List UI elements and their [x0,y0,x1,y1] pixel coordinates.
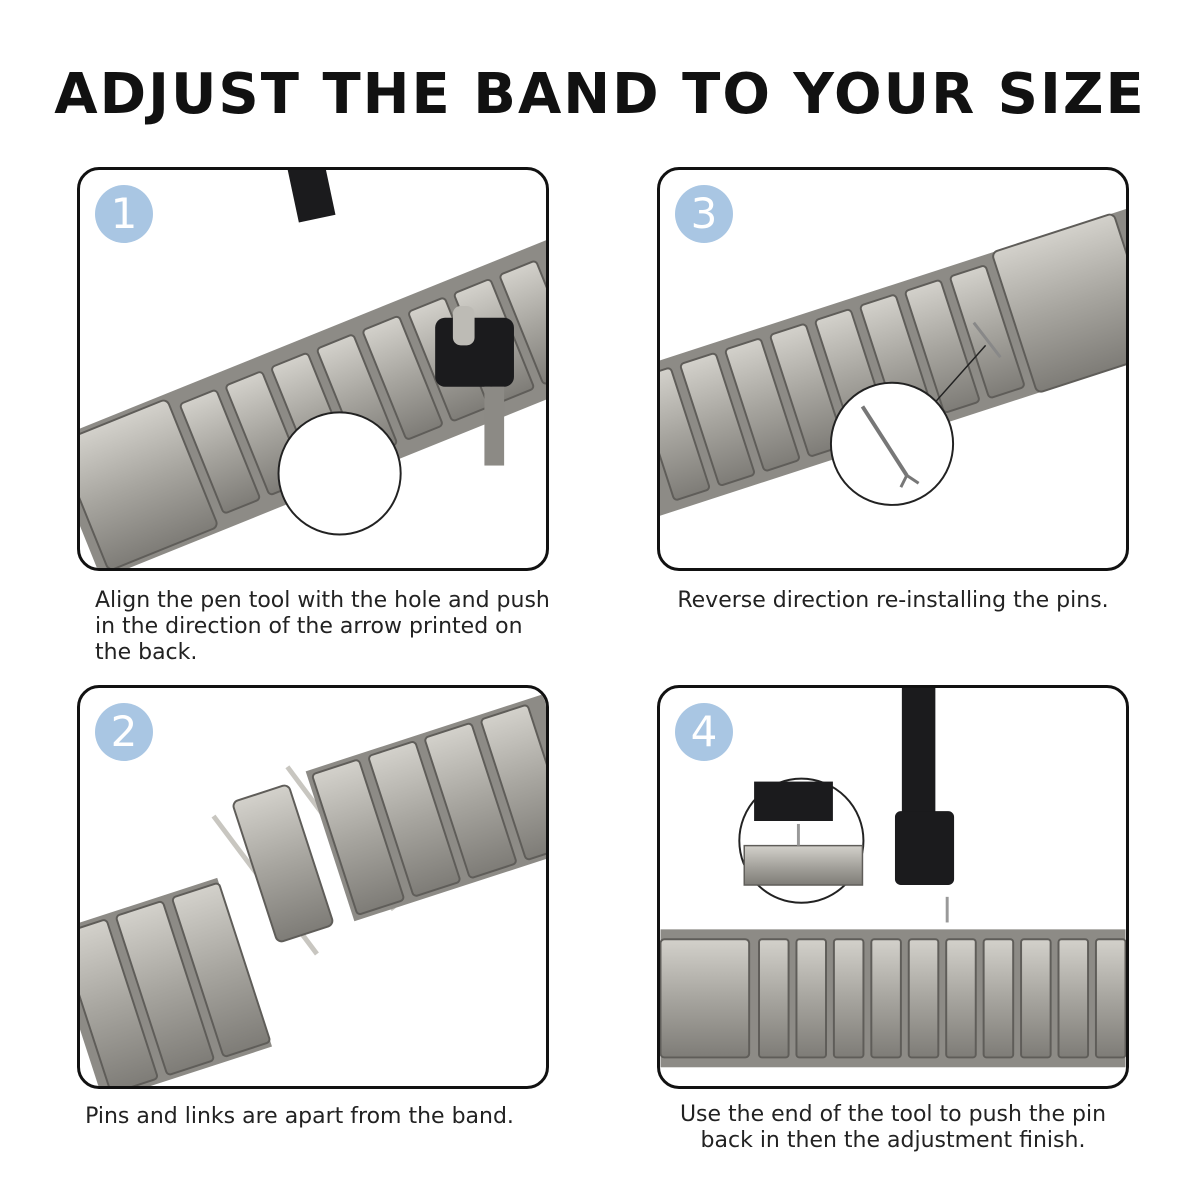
step-number-badge: 3 [675,185,733,243]
step-number-badge: 4 [675,703,733,761]
step-1-illustration [80,170,546,568]
step-1-panel: 1 [77,167,549,571]
step-number-badge: 2 [95,703,153,761]
step-number-badge: 1 [95,185,153,243]
step-4-caption: Use the end of the tool to push the pin … [679,1102,1107,1153]
step-2-caption: Pins and links are apart from the band. [85,1104,514,1129]
step-3-caption: Reverse direction re-installing the pins… [677,588,1109,613]
step-4-illustration [660,688,1126,1068]
step-4-panel: 4 [657,685,1129,1089]
step-1-caption: Align the pen tool with the hole and pus… [95,588,550,665]
page-title: ADJUST THE BAND TO YOUR SIZE [54,62,1146,127]
step-2-panel: 2 [77,685,549,1089]
step-2-illustration [80,692,546,1086]
step-3-panel: 3 [657,167,1129,571]
step-3-illustration [660,205,1126,517]
